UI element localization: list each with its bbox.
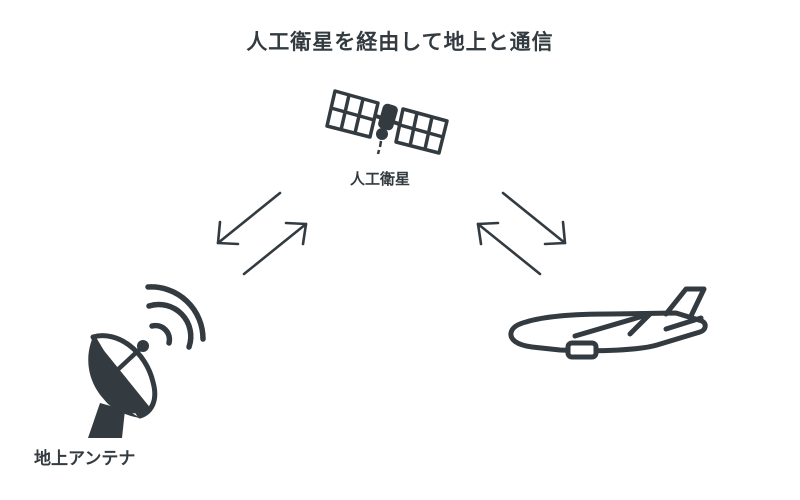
signal-waves-icon xyxy=(145,284,206,350)
arrow-down-to-airplane-icon xyxy=(501,191,567,246)
diagram-title: 人工衛星を経由して地上と通信 xyxy=(246,30,554,54)
satellite-dish-icon xyxy=(88,284,206,438)
ground-antenna-label: 地上アンテナ xyxy=(34,449,136,469)
satellite-label: 人工衛星 xyxy=(349,170,410,188)
arrow-up-to-satellite-icon xyxy=(242,221,308,276)
satellite-icon xyxy=(325,89,449,155)
arrow-up-to-satellite-right-icon xyxy=(476,221,542,276)
arrows-antenna-satellite xyxy=(216,191,308,276)
arrow-down-to-antenna-icon xyxy=(216,191,282,246)
arrows-satellite-airplane xyxy=(476,191,567,276)
airplane-icon xyxy=(508,286,708,360)
